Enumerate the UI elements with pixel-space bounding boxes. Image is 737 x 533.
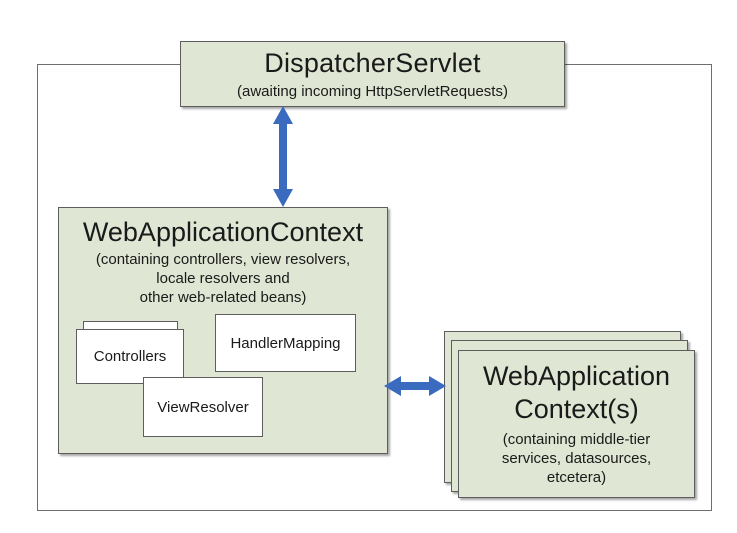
root-context-title-line: Context(s) xyxy=(514,394,639,424)
web-context-subtitle-line: locale resolvers and xyxy=(156,270,290,287)
root-context-title-line: WebApplication xyxy=(482,361,671,391)
web-context-subtitle-line: (containing controllers, view resolvers, xyxy=(95,251,351,268)
root-context-title: WebApplication Context(s) xyxy=(459,360,694,426)
root-context-subtitle-line: services, datasources, xyxy=(501,450,652,467)
dispatcher-to-web-context-arrow xyxy=(273,106,293,207)
web-application-context-subtitle: (containing controllers, view resolvers,… xyxy=(59,250,387,307)
root-context-subtitle-line: etcetera) xyxy=(546,469,607,486)
controllers-box: Controllers xyxy=(76,329,184,384)
dispatcher-servlet-box: DispatcherServlet (awaiting incoming Htt… xyxy=(180,41,565,107)
dispatcher-servlet-subtitle: (awaiting incoming HttpServletRequests) xyxy=(237,83,508,100)
web-context-subtitle-line: other web-related beans) xyxy=(139,289,307,306)
view-resolver-label: ViewResolver xyxy=(157,398,249,416)
controllers-label: Controllers xyxy=(93,348,167,365)
view-resolver-box: ViewResolver xyxy=(143,377,263,437)
web-context-to-root-context-arrow xyxy=(384,376,446,396)
root-context-subtitle-line: (containing middle-tier xyxy=(502,431,651,448)
web-application-context-title: WebApplicationContext xyxy=(82,217,364,247)
dispatcher-servlet-title: DispatcherServlet xyxy=(264,48,481,78)
handler-mapping-box: HandlerMapping xyxy=(215,314,356,372)
handler-mapping-label: HandlerMapping xyxy=(230,334,341,352)
root-application-context-box: WebApplication Context(s) (containing mi… xyxy=(458,350,695,498)
root-context-subtitle: (containing middle-tier services, dataso… xyxy=(459,430,694,487)
